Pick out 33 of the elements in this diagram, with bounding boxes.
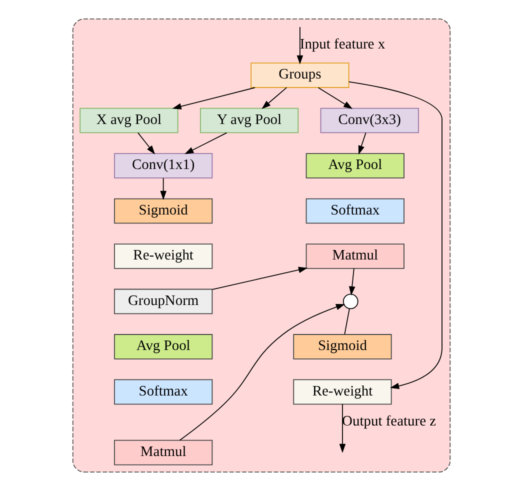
node-box: Conv(1x1) — [114, 153, 212, 178]
arrow — [184, 132, 227, 154]
arrow — [338, 404, 346, 453]
node-box: GroupNorm — [114, 288, 212, 314]
arrow — [172, 87, 255, 110]
node-box: Avg Pool — [305, 153, 404, 178]
connector — [344, 308, 350, 335]
arrow — [212, 266, 308, 290]
arrow — [261, 87, 287, 110]
node-box: Re-weight — [114, 244, 212, 269]
node-box: Conv(3x3) — [320, 108, 418, 134]
node-circle — [342, 294, 358, 310]
node-box: Sigmoid — [114, 198, 212, 224]
node-box: Groups — [250, 62, 349, 88]
node-box: Avg Pool — [114, 334, 212, 360]
arrow — [317, 87, 352, 109]
arrow — [348, 268, 355, 296]
arrow — [137, 132, 155, 154]
arrow — [178, 304, 345, 441]
cluster — [72, 18, 450, 472]
node-box: X avg Pool — [79, 108, 178, 134]
node-box: Re-weight — [292, 379, 392, 405]
arrow — [296, 26, 303, 64]
node-box: Matmul — [305, 244, 404, 269]
arrow — [358, 132, 366, 155]
node-box: Softmax — [114, 379, 212, 405]
node-box: Sigmoid — [292, 334, 392, 360]
arrow — [160, 178, 166, 200]
arrow — [348, 81, 442, 390]
node-box: Y avg Pool — [199, 108, 298, 134]
node-box: Matmul — [114, 440, 212, 466]
edge-label: Input feature x — [299, 36, 385, 52]
node-box: Softmax — [305, 198, 404, 224]
